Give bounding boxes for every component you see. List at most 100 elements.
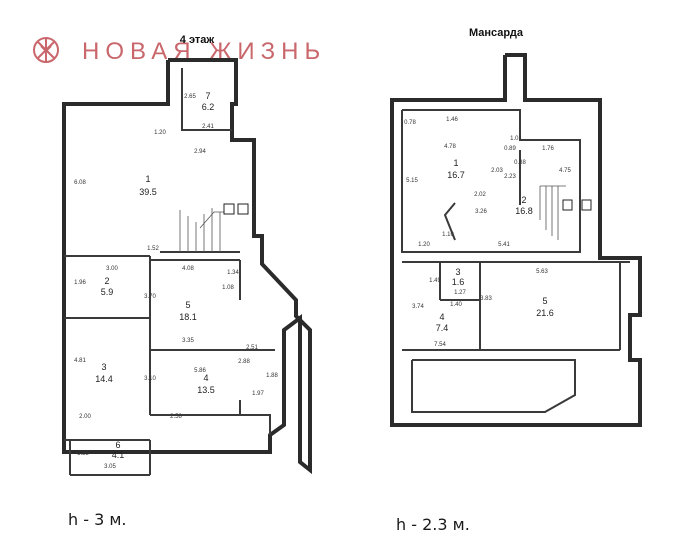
- svg-text:16.8: 16.8: [515, 206, 533, 216]
- svg-text:2.65: 2.65: [184, 94, 196, 100]
- svg-text:21.6: 21.6: [536, 308, 554, 318]
- svg-text:2.51: 2.51: [246, 345, 258, 351]
- svg-text:13.5: 13.5: [197, 385, 215, 395]
- svg-text:6.08: 6.08: [74, 180, 86, 186]
- floor4-partition: [239, 400, 271, 435]
- svg-text:2.00: 2.00: [79, 414, 91, 420]
- svg-text:16.7: 16.7: [447, 170, 465, 180]
- attic-room-3: 3 1.6: [452, 267, 465, 287]
- svg-text:1.01: 1.01: [510, 136, 522, 142]
- vent-shaft-icon: [237, 203, 249, 215]
- attic-room-5: 5 21.6: [536, 296, 554, 318]
- svg-text:2: 2: [104, 276, 109, 286]
- svg-text:5.63: 5.63: [536, 269, 548, 275]
- svg-text:4: 4: [439, 312, 444, 322]
- svg-text:5.9: 5.9: [101, 287, 114, 297]
- svg-text:3.00: 3.00: [106, 266, 118, 272]
- svg-text:4.1: 4.1: [112, 450, 125, 460]
- svg-text:3.83: 3.83: [480, 296, 492, 302]
- svg-text:2.23: 2.23: [504, 174, 516, 180]
- svg-text:1.35: 1.35: [77, 451, 89, 457]
- svg-text:7.4: 7.4: [436, 323, 449, 333]
- svg-text:0.89: 0.89: [504, 146, 516, 152]
- svg-text:3.10: 3.10: [144, 376, 156, 382]
- svg-text:1.97: 1.97: [252, 391, 264, 397]
- svg-text:2.58: 2.58: [170, 414, 182, 420]
- svg-text:6: 6: [115, 440, 120, 450]
- vent-shaft-icon: [562, 199, 573, 211]
- svg-text:18.1: 18.1: [179, 312, 197, 322]
- floor4-room-4: 4 13.5: [197, 373, 215, 395]
- floor4-room-5: 5 18.1: [179, 300, 197, 322]
- svg-text:1.34: 1.34: [227, 270, 239, 276]
- attic-plan: Мансарда 1 16.7 2 16.8: [390, 27, 642, 534]
- attic-outer-wall: [390, 53, 642, 427]
- floor4-plan: 4 этаж 7: [62, 34, 312, 529]
- svg-text:4: 4: [203, 373, 208, 383]
- svg-text:2: 2: [521, 195, 526, 205]
- floor4-room-6: 6 4.1: [112, 440, 125, 460]
- svg-text:3.35: 3.35: [182, 338, 194, 344]
- svg-text:1.52: 1.52: [147, 246, 159, 252]
- svg-text:1.46: 1.46: [446, 117, 458, 123]
- svg-text:2.02: 2.02: [474, 192, 486, 198]
- svg-text:7.54: 7.54: [434, 342, 446, 348]
- svg-text:39.5: 39.5: [139, 187, 157, 197]
- svg-text:5.86: 5.86: [194, 368, 206, 374]
- svg-text:4.75: 4.75: [559, 168, 571, 174]
- floor4-staircase: [179, 208, 228, 252]
- svg-text:4.81: 4.81: [74, 358, 86, 364]
- svg-text:3: 3: [101, 362, 106, 372]
- svg-text:5.15: 5.15: [406, 178, 418, 184]
- svg-text:5.41: 5.41: [498, 242, 510, 248]
- vent-shaft-icon: [223, 203, 235, 215]
- floor4-title: 4 этаж: [180, 34, 215, 46]
- svg-text:2.03: 2.03: [491, 168, 503, 174]
- attic-room-1: 1 16.7: [447, 158, 465, 180]
- svg-text:7: 7: [205, 91, 210, 101]
- svg-text:1.10: 1.10: [442, 232, 454, 238]
- floor4-room-3: 3 14.4: [95, 362, 113, 384]
- floor4-room-2: 2 5.9: [101, 276, 114, 297]
- svg-text:1.88: 1.88: [266, 373, 278, 379]
- svg-text:14.4: 14.4: [95, 374, 113, 384]
- svg-text:1.96: 1.96: [74, 280, 86, 286]
- floor4-room-1: 1 39.5: [139, 174, 157, 197]
- vent-shaft-icon: [581, 199, 592, 211]
- svg-text:1: 1: [145, 174, 150, 184]
- attic-title: Мансарда: [469, 27, 524, 39]
- attic-staircase: [539, 185, 566, 240]
- svg-text:1.20: 1.20: [418, 242, 430, 248]
- svg-text:3: 3: [455, 267, 460, 277]
- svg-text:1.49: 1.49: [429, 278, 441, 284]
- svg-text:2.41: 2.41: [202, 124, 214, 130]
- svg-text:4.78: 4.78: [444, 144, 456, 150]
- attic-dimensions: 0.78 1.46 4.78 0.89 1.01 0.88 1.76 5.15 …: [404, 117, 571, 348]
- svg-text:2.88: 2.88: [238, 359, 250, 365]
- attic-inner-wall: [401, 109, 581, 253]
- floor4-outer-wall: [62, 58, 312, 475]
- svg-text:1.08: 1.08: [222, 285, 234, 291]
- svg-text:3.05: 3.05: [104, 464, 116, 470]
- attic-room-4: 4 7.4: [436, 312, 449, 333]
- snowflake-emblem-icon: [33, 37, 59, 63]
- attic-room-2: 2 16.8: [515, 195, 533, 216]
- floor4-dimensions: 2.65 2.41 1.20 2.94 6.08 1.52 3.00 4.08 …: [74, 94, 278, 470]
- floor4-height-note: h - 3 м.: [68, 510, 127, 529]
- attic-partition: [411, 359, 576, 413]
- svg-text:1.20: 1.20: [154, 130, 166, 136]
- attic-height-note: h - 2.3 м.: [396, 515, 470, 534]
- svg-text:3.74: 3.74: [412, 304, 424, 310]
- svg-text:1.6: 1.6: [452, 277, 465, 287]
- svg-text:2.94: 2.94: [194, 149, 206, 155]
- svg-text:1: 1: [453, 158, 458, 168]
- svg-text:3.26: 3.26: [475, 209, 487, 215]
- svg-text:3.70: 3.70: [144, 294, 156, 300]
- floor4-room-7: 7 6.2: [202, 91, 215, 112]
- svg-text:0.88: 0.88: [514, 160, 526, 166]
- svg-text:1.27: 1.27: [454, 290, 466, 296]
- svg-text:5: 5: [542, 296, 547, 306]
- svg-text:1.40: 1.40: [450, 302, 462, 308]
- svg-text:6.2: 6.2: [202, 102, 215, 112]
